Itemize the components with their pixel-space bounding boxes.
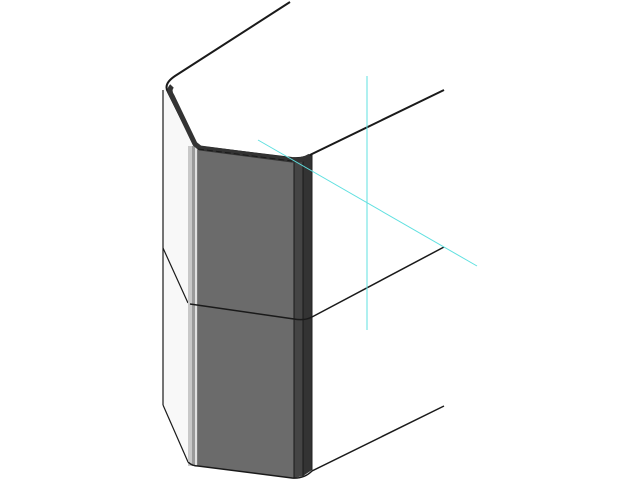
- diagonal-axis-line: [257, 139, 478, 267]
- left-side-face: [162, 88, 195, 463]
- reference-axes: [257, 76, 478, 330]
- bend-strip-right: [293, 154, 313, 478]
- middle-seam: [189, 246, 445, 321]
- front-face: [198, 148, 294, 478]
- bend-strip-left: [188, 146, 199, 466]
- top-rim: [165, 1, 445, 163]
- bottom-edge: [187, 405, 445, 479]
